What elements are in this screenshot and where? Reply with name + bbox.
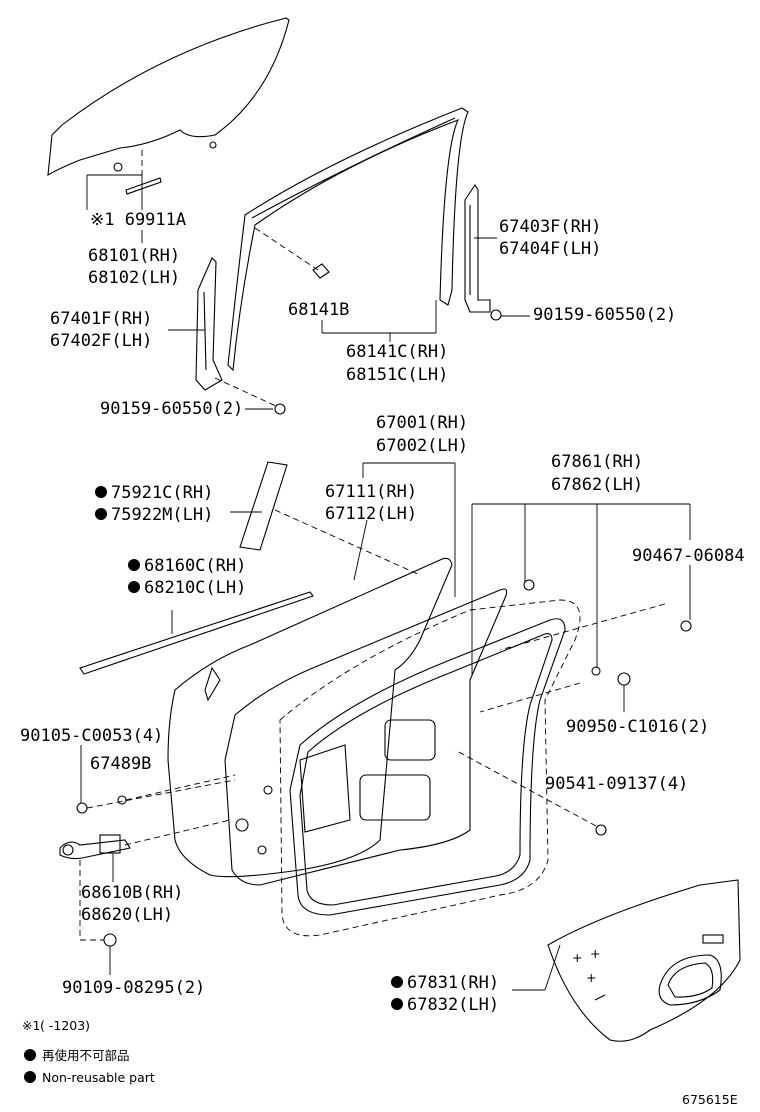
legend-dot-en <box>24 1071 36 1083</box>
callout-90109: 90109-08295(2) <box>62 978 205 998</box>
note1-mark: ※1 <box>22 1018 40 1033</box>
legend: ※1 ( -1203) 再使用不可部品 Non-reusable part <box>22 1018 155 1085</box>
leader-lines <box>80 174 691 991</box>
svg-text:+: + <box>572 950 582 965</box>
door-weatherstrip <box>289 618 566 916</box>
rear-run-channel <box>464 183 502 321</box>
door-glass <box>47 17 290 195</box>
callout-69911a: ※1 69911A <box>90 210 186 230</box>
belt-moulding <box>79 591 314 675</box>
svg-text:+: + <box>586 970 596 985</box>
clip-68141b <box>254 227 330 279</box>
callout-75921c-lh: 75922M(LH) <box>111 505 213 525</box>
callout-68610b-rh: 68610B(RH) <box>81 883 183 903</box>
callout-68101-rh: 68101(RH) <box>88 246 180 266</box>
service-hole-outline <box>279 599 581 937</box>
callout-90159-right: 90159-60550(2) <box>533 305 676 325</box>
callout-67403f-rh: 67403F(RH) <box>499 217 601 237</box>
door-trim-board: + + + <box>547 879 741 1042</box>
fastener-bolts <box>76 579 692 947</box>
non-reusable-dot <box>128 581 140 593</box>
callout-67111-lh: 67112(LH) <box>325 504 417 524</box>
non-reusable-dot <box>391 998 403 1010</box>
callout-68610b-lh: 68620(LH) <box>81 905 173 925</box>
door-outer-panel <box>167 557 453 878</box>
callout-68101-lh: 68102(LH) <box>88 268 180 288</box>
note1-text: ( -1203) <box>40 1018 90 1033</box>
legend-en-text: Non-reusable part <box>42 1070 155 1085</box>
callout-75921c-rh: 75921C(RH) <box>111 483 213 503</box>
callout-68160c-rh: 68160C(RH) <box>144 556 246 576</box>
callout-67403f-lh: 67404F(LH) <box>499 239 601 259</box>
door-inner-panel <box>224 588 508 886</box>
callout-67001-rh: 67001(RH) <box>376 413 468 433</box>
callout-67001-lh: 67002(LH) <box>376 436 468 456</box>
door-check <box>59 819 231 860</box>
callout-90159-left: 90159-60550(2) <box>100 399 243 419</box>
callout-68141c-lh: 68151C(LH) <box>346 365 448 385</box>
svg-text:+: + <box>590 946 600 961</box>
non-reusable-dot <box>128 559 140 571</box>
callout-labels: ※1 69911A 68101(RH) 68102(LH) 67401F(RH)… <box>20 210 745 1015</box>
callout-68160c-lh: 68210C(LH) <box>144 578 246 598</box>
callout-90950: 90950-C1016(2) <box>566 717 709 737</box>
legend-jp-text: 再使用不可部品 <box>42 1048 130 1063</box>
callout-67489b: 67489B <box>90 754 151 774</box>
callout-68141c-rh: 68141C(RH) <box>346 342 448 362</box>
pillar-garnish <box>239 461 421 576</box>
callout-90541: 90541-09137(4) <box>545 774 688 794</box>
callout-67861-rh: 67861(RH) <box>551 452 643 472</box>
front-run-channel <box>195 257 286 415</box>
callout-68141b: 68141B <box>288 300 349 320</box>
legend-dot-jp <box>24 1049 36 1061</box>
non-reusable-dot <box>95 508 107 520</box>
callout-67831-lh: 67832(LH) <box>407 995 499 1015</box>
non-reusable-dot <box>391 976 403 988</box>
door-frame-channel <box>227 107 469 372</box>
callout-90105: 90105-C0053(4) <box>20 726 163 746</box>
callout-67861-lh: 67862(LH) <box>551 475 643 495</box>
callout-67401f-lh: 67402F(LH) <box>50 331 152 351</box>
callout-67831-rh: 67831(RH) <box>407 973 499 993</box>
callout-67401f-rh: 67401F(RH) <box>50 309 152 329</box>
non-reusable-dot <box>95 486 107 498</box>
callout-90467: 90467-06084 <box>632 546 745 566</box>
callout-67111-rh: 67111(RH) <box>325 482 417 502</box>
diagram-id: 675615E <box>682 1092 738 1107</box>
